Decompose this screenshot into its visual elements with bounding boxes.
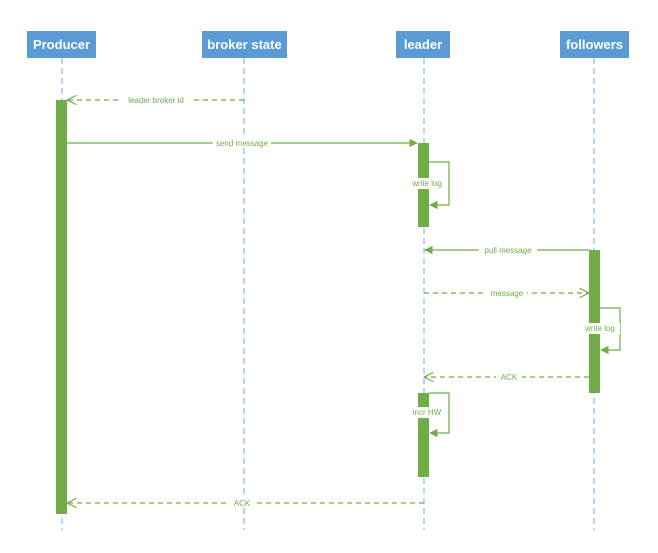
self-call-follower-write-log: write log <box>580 307 621 355</box>
self-call-follower-write-log-label: write log <box>584 324 615 333</box>
actor-followers-label: followers <box>566 37 623 52</box>
message-message-label: message <box>491 289 524 298</box>
message-pull-message-label: pull message <box>484 246 532 255</box>
producer-activation <box>56 100 67 514</box>
self-call-leader-write-log-label: write log <box>411 179 442 188</box>
actor-producer: Producer <box>27 31 96 58</box>
actor-leader-label: leader <box>404 37 442 52</box>
self-call-leader-write-log: write log <box>408 161 450 210</box>
message-ack-follower: ACK <box>425 372 589 382</box>
actor-followers: followers <box>560 31 629 58</box>
message-send-message-label: send message <box>216 139 269 148</box>
message-ack-follower-label: ACK <box>501 373 518 382</box>
self-call-incr-hw: incr HW <box>408 392 450 438</box>
self-call-incr-hw-label: incr HW <box>413 408 442 417</box>
message-pull-message: pull message <box>424 245 589 255</box>
message-leader-broker-id-label: leader broker id <box>128 96 184 105</box>
leader-activation-hw <box>418 393 429 477</box>
actor-leader: leader <box>396 31 450 58</box>
message-ack-producer: ACK <box>68 498 424 508</box>
message-ack-producer-label: ACK <box>234 499 251 508</box>
actor-broker-state-label: broker state <box>207 37 281 52</box>
message-message: message <box>424 288 588 298</box>
actor-broker-state: broker state <box>202 31 287 58</box>
message-send-message: send message <box>67 138 418 148</box>
follower-activation <box>589 250 600 393</box>
message-leader-broker-id: leader broker id <box>68 95 244 105</box>
actor-producer-label: Producer <box>33 37 90 52</box>
